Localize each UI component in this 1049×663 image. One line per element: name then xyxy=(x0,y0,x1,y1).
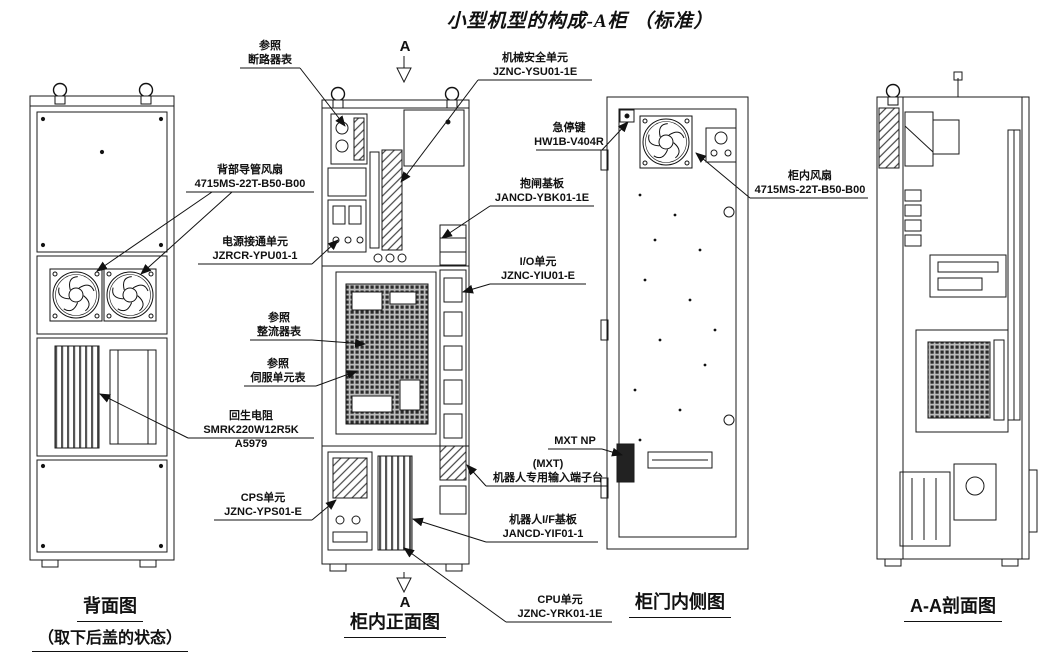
view-back-drawing xyxy=(29,82,175,568)
view-front-drawing xyxy=(321,56,470,594)
caption-front-view: 柜内正面图 xyxy=(320,608,470,638)
caption-back-view: 背面图 xyxy=(30,592,190,622)
label-cabinet-fan: 柜内风扇 4715MS-22T-B50-B00 xyxy=(754,170,866,196)
caption-back-subtitle: （取下后盖的状态） xyxy=(8,624,212,652)
leader-lines xyxy=(96,67,751,623)
caption-section-view: A-A剖面图 xyxy=(888,592,1018,622)
view-door-drawing xyxy=(600,96,749,550)
label-robot-if-board: 机器人I/F基板 JANCD-YIF01-1 xyxy=(502,514,584,540)
label-brake-board: 抱闸基板 JANCD-YBK01-1E xyxy=(494,178,590,204)
section-marker-top: A xyxy=(399,38,411,55)
label-cpu-unit: CPU单元 JZNC-YRK01-1E xyxy=(517,594,603,620)
label-ref-breaker: 参照 断路器表 xyxy=(248,40,292,66)
label-ref-servo: 参照 伺服单元表 xyxy=(250,358,306,384)
page-title: 小型机型的构成-A柜 （标准） xyxy=(446,11,714,32)
label-rear-duct-fan: 背部导管风扇 4715MS-22T-B50-B00 xyxy=(194,164,306,190)
label-underlines xyxy=(186,67,868,623)
label-io-unit: I/O单元 JZNC-YIU01-E xyxy=(501,256,575,282)
label-regen-resistor: 回生电阻 SMRK220W12R5K A5979 xyxy=(203,410,299,450)
label-mxt-terminal: (MXT) 机器人专用输入端子台 xyxy=(493,458,603,484)
caption-door-view: 柜门内侧图 xyxy=(615,588,745,618)
label-cps-unit: CPS单元 JZNC-YPS01-E xyxy=(224,492,302,518)
view-section-drawing xyxy=(876,71,1038,567)
label-estop: 急停键 HW1B-V404R xyxy=(534,122,604,148)
label-safety-unit: 机械安全单元 JZNC-YSU01-1E xyxy=(492,52,578,78)
section-marker-bottom: A xyxy=(399,594,411,611)
label-ref-rectifier: 参照 整流器表 xyxy=(257,312,301,338)
label-power-on-unit: 电源接通单元 JZRCR-YPU01-1 xyxy=(212,236,298,262)
label-mxt-np: MXT NP xyxy=(554,435,596,447)
